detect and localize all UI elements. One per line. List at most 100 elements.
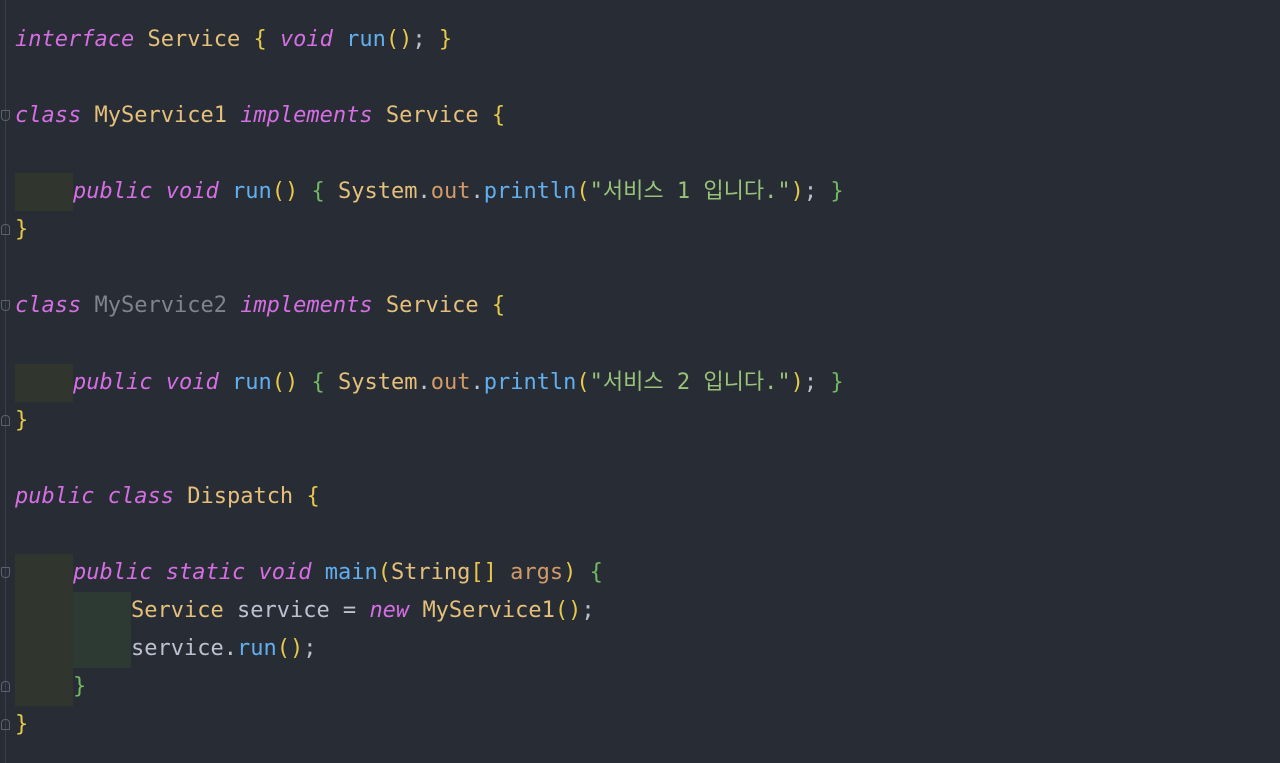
- code-token: main: [324, 559, 378, 585]
- code-token: (: [576, 369, 590, 395]
- code-token: void: [165, 369, 219, 395]
- code-token: (: [576, 179, 590, 205]
- code-token: [81, 103, 94, 128]
- code-token: Service: [131, 597, 224, 623]
- code-token: =: [329, 597, 370, 623]
- code-token: run: [231, 369, 272, 395]
- code-token: [298, 370, 311, 395]
- code-token: [219, 370, 232, 395]
- code-token: (): [276, 636, 304, 661]
- code-token: Service: [147, 27, 241, 52]
- indent-guide: [15, 173, 73, 212]
- code-token: []: [470, 559, 497, 585]
- code-line[interactable]: public void run() { System.out.println("…: [15, 363, 844, 402]
- fold-end-icon[interactable]: [1, 681, 10, 693]
- code-token: }: [438, 27, 453, 52]
- code-token: run: [236, 636, 277, 661]
- code-line[interactable]: [15, 59, 844, 97]
- code-token: [224, 598, 237, 623]
- indent-guide: [15, 591, 73, 630]
- code-line[interactable]: }: [1, 668, 844, 707]
- code-token: [409, 598, 422, 623]
- code-token: .: [223, 636, 237, 661]
- code-line[interactable]: }: [1, 211, 844, 249]
- code-token: }: [830, 179, 844, 205]
- code-token: public: [73, 369, 153, 395]
- code-token: (: [377, 559, 391, 585]
- code-token: {: [589, 559, 603, 585]
- code-token: }: [15, 407, 29, 433]
- code-line[interactable]: [15, 135, 844, 173]
- code-line[interactable]: [15, 326, 844, 364]
- code-line[interactable]: service.run();: [15, 630, 844, 668]
- fold-end-icon[interactable]: [1, 719, 10, 731]
- code-token: [245, 560, 258, 585]
- code-token: {: [491, 293, 506, 319]
- code-token: Service: [385, 103, 479, 129]
- code-line[interactable]: interface Service { void run(); }: [15, 21, 844, 59]
- indent-guide: [73, 591, 131, 630]
- code-token: (): [271, 179, 299, 205]
- code-token: [325, 370, 338, 395]
- code-token: args: [510, 559, 564, 585]
- code-token: ;: [803, 179, 831, 205]
- code-line[interactable]: }: [1, 706, 844, 744]
- code-line[interactable]: [15, 249, 844, 287]
- code-token: [325, 179, 338, 204]
- code-token: void: [165, 179, 219, 205]
- code-token: [240, 27, 253, 52]
- code-token: class: [15, 293, 82, 319]
- code-token: println: [483, 179, 577, 205]
- code-token: [373, 293, 386, 318]
- code-line[interactable]: Service service = new MyService1();: [15, 591, 844, 630]
- code-token: }: [830, 369, 844, 395]
- code-token: [219, 179, 232, 204]
- fold-start-icon[interactable]: [1, 566, 10, 578]
- code-token: [333, 27, 346, 52]
- code-token: {: [306, 483, 320, 509]
- fold-end-icon[interactable]: [1, 414, 10, 426]
- code-token: System: [337, 369, 418, 395]
- code-token: {: [253, 27, 267, 52]
- code-line[interactable]: class MyService2 implements Service {: [1, 287, 844, 325]
- code-token: {: [311, 179, 325, 205]
- code-token: [373, 103, 386, 128]
- code-line[interactable]: [15, 516, 844, 554]
- code-token: [298, 179, 311, 204]
- code-line[interactable]: public void run() { System.out.println("…: [15, 173, 844, 212]
- code-token: .: [417, 369, 431, 395]
- code-token: MyService1: [94, 103, 227, 129]
- code-token: run: [231, 179, 272, 205]
- fold-end-icon[interactable]: [1, 224, 10, 236]
- code-token: "서비스 2 입니다.": [589, 369, 791, 395]
- code-line[interactable]: public static void main(String[] args) {: [1, 553, 844, 592]
- code-token: service: [236, 597, 330, 623]
- fold-start-icon[interactable]: [1, 110, 10, 122]
- code-token: MyService2: [94, 293, 227, 319]
- code-token: }: [15, 217, 29, 243]
- code-token: {: [491, 103, 506, 129]
- code-token: ;: [412, 27, 439, 52]
- code-token: [311, 560, 324, 585]
- code-line[interactable]: [15, 440, 844, 478]
- code-token: [293, 484, 306, 509]
- fold-start-icon[interactable]: [1, 300, 10, 312]
- code-token: [479, 103, 492, 128]
- code-token: public: [73, 179, 153, 205]
- code-token: .: [470, 179, 484, 205]
- code-token: .: [417, 179, 431, 205]
- code-line[interactable]: public class Dispatch {: [15, 478, 844, 516]
- code-token: (): [554, 597, 582, 623]
- code-line[interactable]: }: [1, 402, 844, 440]
- code-token: new: [369, 597, 410, 623]
- code-line[interactable]: class MyService1 implements Service {: [1, 97, 844, 135]
- code-token: ;: [581, 597, 595, 623]
- code-token: {: [311, 369, 325, 395]
- code-token: Dispatch: [187, 483, 294, 509]
- code-token: ;: [303, 636, 317, 661]
- code-editor[interactable]: interface Service { void run(); } class M…: [1, 21, 844, 744]
- code-token: service: [131, 636, 224, 661]
- code-token: [227, 103, 240, 128]
- code-token: run: [346, 27, 386, 52]
- indent-guide: [15, 553, 73, 592]
